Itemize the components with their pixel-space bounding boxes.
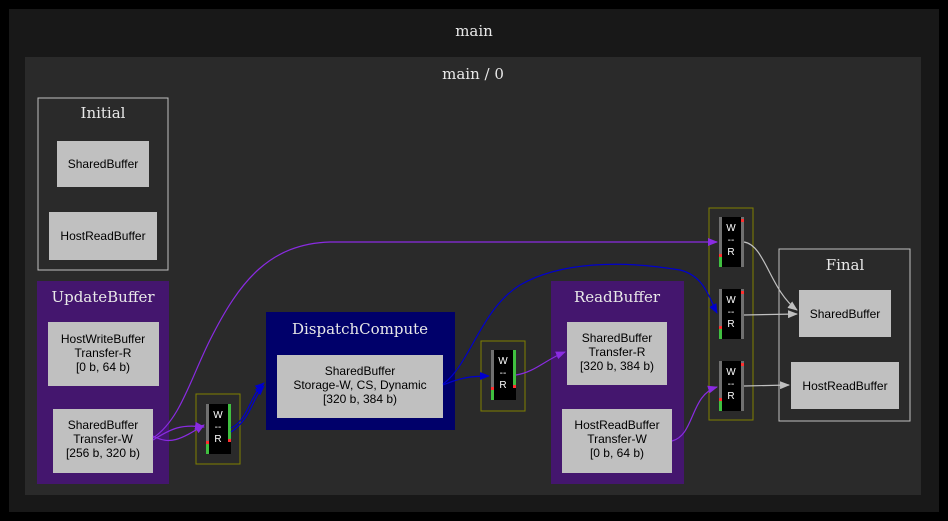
cluster-initial: Initial SharedBuffer HostReadBuffer bbox=[37, 97, 169, 271]
edge-update-shared-to-barrier1-b bbox=[152, 421, 205, 441]
edge-barrier4-to-final-shared bbox=[743, 310, 798, 319]
cluster-update-buffer: UpdateBuffer HostWriteBuffer Transfer-R … bbox=[37, 281, 169, 484]
svg-text:--: -- bbox=[728, 307, 735, 318]
edge-barrier2-to-read-shared bbox=[515, 351, 566, 376]
node-initial-shared-buffer[interactable]: SharedBuffer bbox=[57, 141, 149, 187]
svg-text:W: W bbox=[726, 223, 736, 234]
edge-dispatch-to-final-barrier bbox=[442, 263, 718, 385]
node-initial-host-read-buffer[interactable]: HostReadBuffer bbox=[49, 212, 157, 260]
svg-text:[0 b, 64 b): [0 b, 64 b) bbox=[76, 360, 130, 374]
svg-text:Transfer-W: Transfer-W bbox=[587, 432, 647, 446]
svg-text:Transfer-W: Transfer-W bbox=[73, 432, 133, 446]
svg-text:[320 b, 384 b): [320 b, 384 b) bbox=[323, 392, 397, 406]
cluster-dispatch-compute: DispatchCompute SharedBuffer Storage-W, … bbox=[266, 312, 455, 430]
node-read-shared-buffer[interactable]: SharedBuffer Transfer-R [320 b, 384 b) bbox=[567, 322, 667, 385]
svg-text:R: R bbox=[727, 247, 734, 258]
node-final-host-read-buffer[interactable]: HostReadBuffer bbox=[791, 362, 899, 409]
edge-barrier3-to-final-shared bbox=[743, 241, 798, 311]
svg-text:Transfer-R: Transfer-R bbox=[589, 345, 646, 359]
cluster-final: Final SharedBuffer HostReadBuffer bbox=[778, 248, 911, 422]
cluster-read-buffer-title: ReadBuffer bbox=[574, 288, 661, 306]
svg-text:HostReadBuffer: HostReadBuffer bbox=[574, 418, 659, 432]
edge-dispatch-to-barrier2 bbox=[442, 372, 490, 386]
svg-text:--: -- bbox=[500, 368, 507, 379]
svg-text:--: -- bbox=[728, 379, 735, 390]
svg-text:Storage-W, CS, Dynamic: Storage-W, CS, Dynamic bbox=[293, 378, 426, 392]
barrier-node-2[interactable]: W -- R bbox=[491, 350, 516, 400]
svg-text:W: W bbox=[213, 410, 223, 421]
barrier-node-5[interactable]: W -- R bbox=[719, 361, 744, 411]
svg-text:W: W bbox=[726, 295, 736, 306]
node-read-host-read-buffer[interactable]: HostReadBuffer Transfer-W [0 b, 64 b) bbox=[562, 409, 672, 473]
edge-read-host-to-final-barrier bbox=[671, 385, 718, 442]
barrier-node-1[interactable]: W -- R bbox=[206, 404, 231, 454]
svg-text:HostWriteBuffer: HostWriteBuffer bbox=[61, 332, 145, 346]
barrier-node-3[interactable]: W -- R bbox=[719, 217, 744, 267]
cluster-dispatch-compute-title: DispatchCompute bbox=[292, 320, 428, 338]
node-update-host-write-buffer[interactable]: HostWriteBuffer Transfer-R [0 b, 64 b) bbox=[48, 322, 159, 386]
barrier-group-3 bbox=[708, 207, 754, 421]
svg-text:R: R bbox=[214, 434, 221, 445]
edge-barrier1-to-dispatch-b bbox=[230, 385, 265, 433]
svg-text:--: -- bbox=[215, 422, 222, 433]
svg-text:HostReadBuffer: HostReadBuffer bbox=[802, 379, 887, 393]
cluster-initial-title: Initial bbox=[81, 104, 126, 122]
svg-text:Transfer-R: Transfer-R bbox=[75, 346, 132, 360]
svg-text:[256 b, 320 b): [256 b, 320 b) bbox=[66, 446, 140, 460]
svg-text:W: W bbox=[726, 367, 736, 378]
subgraph-title: main / 0 bbox=[442, 65, 504, 83]
node-dispatch-shared-buffer[interactable]: SharedBuffer Storage-W, CS, Dynamic [320… bbox=[277, 355, 443, 418]
svg-text:R: R bbox=[727, 391, 734, 402]
svg-text:W: W bbox=[498, 356, 508, 367]
svg-text:[320 b, 384 b): [320 b, 384 b) bbox=[580, 359, 654, 373]
cluster-read-buffer: ReadBuffer SharedBuffer Transfer-R [320 … bbox=[551, 281, 684, 484]
svg-text:SharedBuffer: SharedBuffer bbox=[68, 157, 139, 171]
svg-text:[0 b, 64 b): [0 b, 64 b) bbox=[590, 446, 644, 460]
graph-title: main bbox=[455, 22, 493, 40]
svg-text:SharedBuffer: SharedBuffer bbox=[582, 331, 653, 345]
svg-text:HostReadBuffer: HostReadBuffer bbox=[60, 229, 145, 243]
cluster-final-title: Final bbox=[826, 256, 865, 274]
barrier-node-4[interactable]: W -- R bbox=[719, 289, 744, 339]
svg-text:SharedBuffer: SharedBuffer bbox=[810, 307, 881, 321]
node-update-shared-buffer[interactable]: SharedBuffer Transfer-W [256 b, 320 b) bbox=[53, 409, 153, 473]
svg-text:SharedBuffer: SharedBuffer bbox=[68, 418, 139, 432]
edge-update-shared-to-final-barrier bbox=[152, 238, 718, 439]
svg-text:--: -- bbox=[728, 235, 735, 246]
edge-barrier5-to-final-host bbox=[743, 381, 790, 390]
svg-text:R: R bbox=[499, 380, 506, 391]
node-final-shared-buffer[interactable]: SharedBuffer bbox=[799, 290, 891, 337]
svg-text:SharedBuffer: SharedBuffer bbox=[325, 364, 396, 378]
cluster-update-buffer-title: UpdateBuffer bbox=[51, 288, 155, 306]
svg-text:R: R bbox=[727, 319, 734, 330]
